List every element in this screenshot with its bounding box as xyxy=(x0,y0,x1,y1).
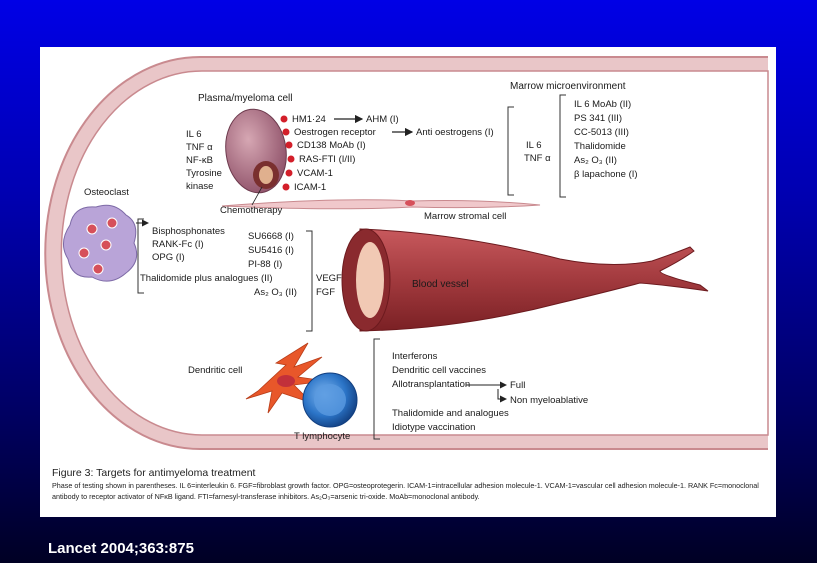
osteoclast-nucleus-4 xyxy=(100,239,112,251)
angio-therapy-2: PI-88 (I) xyxy=(248,259,282,270)
immune-bracket xyxy=(373,338,380,440)
dendritic-cell-label: Dendritic cell xyxy=(188,365,242,376)
t-lymphocyte-nucleus xyxy=(314,384,346,416)
cytokine-nfkb: NF-κB xyxy=(186,155,213,166)
immune-therapy-0: Interferons xyxy=(392,351,438,362)
stromal-therapy-1: PS 341 (III) xyxy=(574,113,622,124)
osteoclast-nucleus-1 xyxy=(86,223,98,235)
figure-caption: Figure 3: Targets for antimyeloma treatm… xyxy=(52,467,767,502)
stromal-therapy-3: Thalidomide xyxy=(574,141,626,152)
angio-therapy-4: As₂ O₃ (II) xyxy=(254,287,297,298)
immune-therapy-1: Dendritic cell vaccines xyxy=(392,365,486,376)
receptor-label-icam: ICAM-1 xyxy=(294,182,326,193)
osteoclast-bracket xyxy=(137,218,144,294)
plasma-cell-label: Plasma/myeloma cell xyxy=(198,93,292,104)
cytokine-il6: IL 6 xyxy=(186,129,202,140)
receptor-label-ras: RAS-FTI (I/II) xyxy=(299,154,355,165)
osteoclast-therapy-0: Bisphosphonates xyxy=(152,226,225,237)
osteoclast-nucleus-5 xyxy=(92,263,104,275)
diagram-canvas: Marrow microenvironment Plasma/myeloma c… xyxy=(44,56,769,450)
stromal-therapy-2: CC-5013 (III) xyxy=(574,127,629,138)
stromal-therapy-5: β lapachone (I) xyxy=(574,169,638,180)
caption-body: Phase of testing shown in parentheses. I… xyxy=(52,481,759,501)
receptor-target-ahm: AHM (I) xyxy=(366,114,399,125)
cytokine-tnf: TNF α xyxy=(186,142,213,153)
chemotherapy-label: Chemotherapy xyxy=(220,205,283,216)
osteoclast-nucleus-3 xyxy=(78,247,90,259)
t-lymphocyte-label: T lymphocyte xyxy=(294,431,350,442)
blood-vessel-label: Blood vessel xyxy=(412,279,469,290)
stromal-cell-nucleus xyxy=(405,200,415,206)
stromal-cell-label: Marrow stromal cell xyxy=(424,211,506,222)
immune-therapy-3: Thalidomide and analogues xyxy=(392,408,509,419)
immune-therapy-2: Allotransplantation xyxy=(392,379,470,390)
angio-bracket xyxy=(306,230,313,332)
stromal-bracket xyxy=(507,106,514,196)
receptor-label-oestrogen: Oestrogen receptor xyxy=(294,127,376,138)
plasma-cell-nucleus-inner xyxy=(259,166,273,184)
figure-panel: Marrow microenvironment Plasma/myeloma c… xyxy=(40,47,776,517)
receptor-dot-icam xyxy=(282,183,290,191)
receptor-label-cd138: CD138 MoAb (I) xyxy=(297,140,366,151)
receptor-dot-hm124 xyxy=(280,115,288,123)
stromal-cell xyxy=(221,199,541,210)
blood-vessel-lumen xyxy=(356,242,384,318)
arrow-allotransplant-nonmyelo xyxy=(497,389,507,403)
chemotherapy-pointer xyxy=(251,186,263,206)
osteoclast-nucleus-2 xyxy=(106,217,118,229)
stromal-cytokine-tnf: TNF α xyxy=(524,153,551,164)
cytokine-kinase: kinase xyxy=(186,181,213,192)
caption-title: Figure 3: Targets for antimyeloma treatm… xyxy=(52,467,256,479)
cytokine-tyrosine: Tyrosine xyxy=(186,168,222,179)
marrow-microenvironment-label: Marrow microenvironment xyxy=(510,81,626,92)
stromal-cytokine-il6: IL 6 xyxy=(526,140,542,151)
receptor-dot-oestrogen xyxy=(282,128,290,136)
receptor-dot-vcam xyxy=(285,169,293,177)
osteoclast-label: Osteoclast xyxy=(84,187,129,198)
receptor-target-anti-oestrogens: Anti oestrogens (I) xyxy=(416,127,494,138)
blood-vessel xyxy=(359,228,709,332)
stromal-therapy-0: IL 6 MoAb (II) xyxy=(574,99,631,110)
vessel-factor-vegf: VEGF xyxy=(316,273,342,284)
stromal-therapy-4: As₂ O₃ (II) xyxy=(574,155,617,166)
receptor-dot-cd138 xyxy=(285,141,293,149)
osteoclast-therapy-2: OPG (I) xyxy=(152,252,185,263)
receptor-dot-ras xyxy=(287,155,295,163)
osteoclast-therapy-1: RANK-Fc (I) xyxy=(152,239,204,250)
receptor-label-hm124: HM1·24 xyxy=(292,114,326,125)
receptor-label-vcam: VCAM-1 xyxy=(297,168,333,179)
angio-therapy-3: Thalidomide plus analogues (II) xyxy=(140,273,273,284)
citation: Lancet 2004;363:875 xyxy=(48,540,194,557)
immune-therapy-4: Idiotype vaccination xyxy=(392,422,475,433)
dendritic-cell-nucleus xyxy=(277,375,295,387)
osteoclast-cell xyxy=(63,204,138,282)
vessel-factor-fgf: FGF xyxy=(316,287,335,298)
transplant-option-full: Full xyxy=(510,380,525,391)
therapy-bracket-right xyxy=(559,94,566,198)
angio-therapy-0: SU6668 (I) xyxy=(248,231,294,242)
transplant-option-non-myeloablative: Non myeloablative xyxy=(510,395,588,406)
angio-therapy-1: SU5416 (I) xyxy=(248,245,294,256)
